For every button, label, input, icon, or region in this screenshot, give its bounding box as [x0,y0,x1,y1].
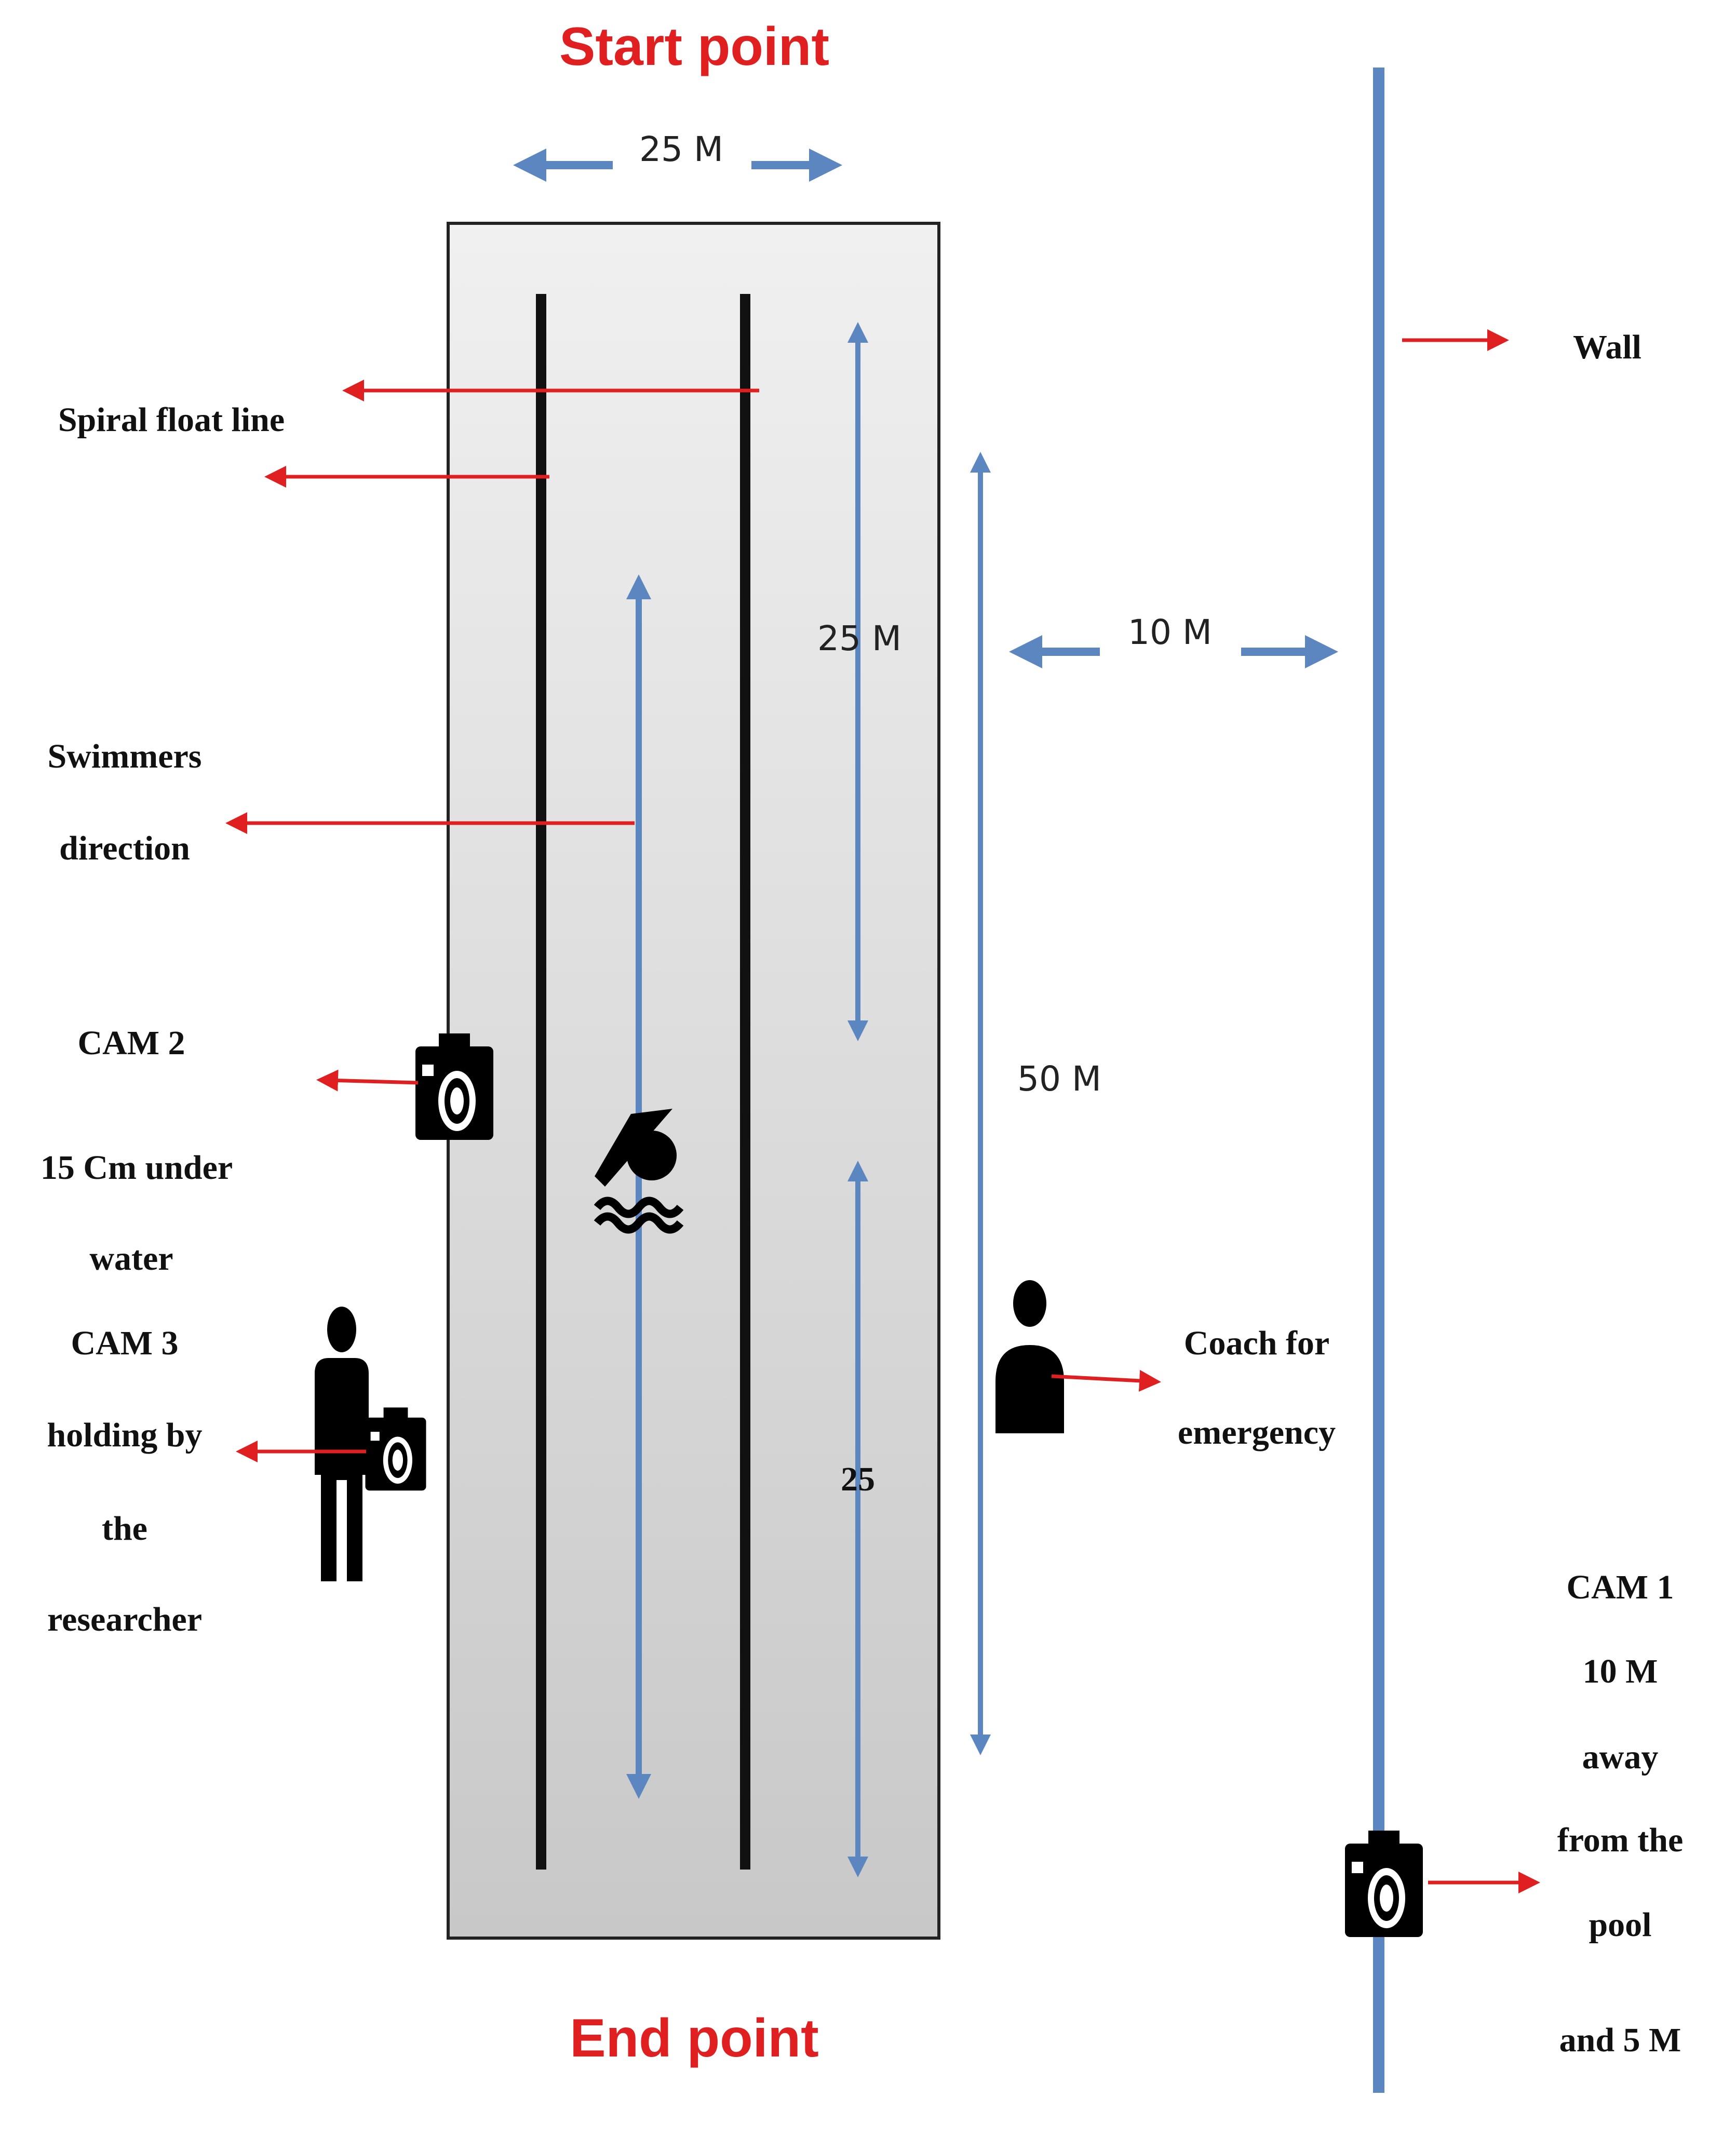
camera-icon-cam2 [415,1033,493,1140]
cam1-label-line6: and 5 M [1559,2021,1681,2059]
end-point-title: End point [570,2008,818,2068]
cam1-label-line5: pool [1589,1906,1651,1944]
cam1-label-line3: away [1582,1738,1659,1776]
half-length-bottom-label: 25 [841,1460,875,1498]
cam3-label-line3: the [102,1510,147,1548]
cam2-pointer [316,1069,419,1092]
cam3-label-line1: CAM 3 [71,1324,178,1362]
spiral-float-line-label: Spiral float line [58,401,285,439]
wall-label: Wall [1573,328,1641,366]
swimmers-direction-label-line1: Swimmers [48,737,202,775]
cam2-label-line2: 15 Cm under [41,1149,233,1187]
coach-pointer [1051,1369,1161,1392]
camera-icon-cam3 [365,1407,426,1491]
half-length-top-label: 25 M [817,619,901,658]
cam2-label-line3: water [89,1240,173,1278]
coach-label-line1: Coach for [1184,1324,1329,1362]
start-point-title: Start point [559,17,829,77]
full-length-label: 50 M [1017,1059,1101,1099]
cam1-label-line2: 10 M [1583,1652,1658,1690]
cam2-label-line1: CAM 2 [77,1024,185,1062]
swimmer-icon [594,1109,684,1234]
cam1-label-line1: CAM 1 [1566,1568,1674,1606]
cam1-label-line4: from the [1557,1821,1684,1859]
camera-icon-cam1 [1345,1831,1423,1937]
cam3-label-line2: holding by [47,1416,203,1454]
cam3-label-line4: researcher [47,1601,202,1638]
pool [447,222,940,1940]
coach-icon [995,1280,1064,1433]
wall-distance-label: 10 M [1128,612,1212,652]
pool-width-label: 25 M [639,129,723,169]
swimmers-direction-label-line2: direction [59,829,190,867]
person-icon-researcher [315,1307,369,1581]
coach-label-line2: emergency [1178,1414,1336,1451]
